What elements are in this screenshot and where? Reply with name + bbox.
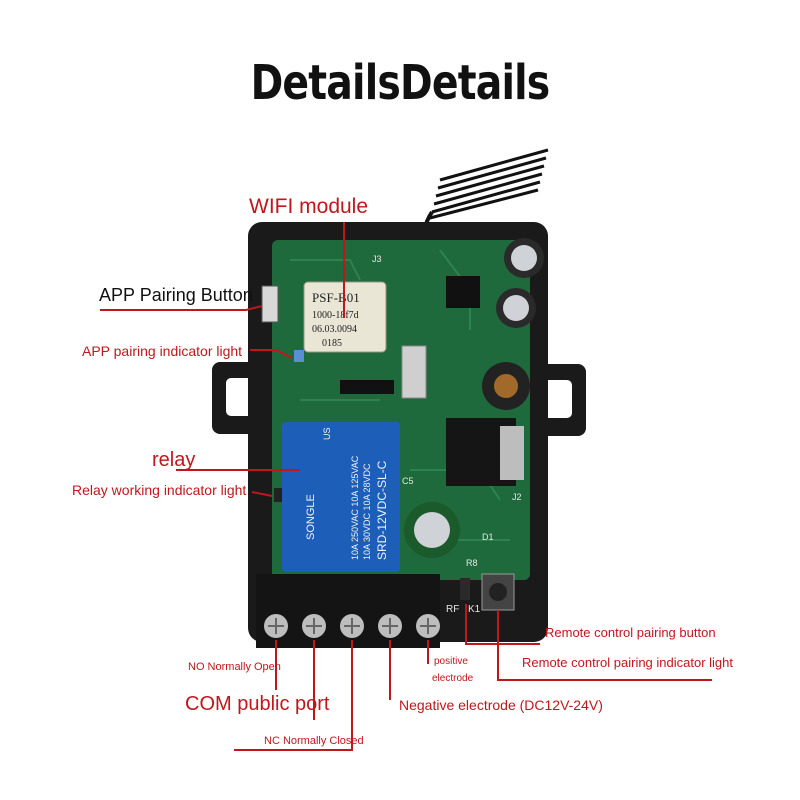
resistor-array bbox=[340, 380, 394, 394]
remote-pairing-indicator-label: Remote control pairing indicator light bbox=[522, 655, 733, 670]
terminal-screws bbox=[264, 614, 440, 638]
crystal bbox=[401, 345, 427, 399]
svg-text:J2: J2 bbox=[512, 492, 522, 502]
svg-text:RF: RF bbox=[446, 604, 459, 615]
svg-text:C5: C5 bbox=[402, 476, 414, 486]
svg-text:J3: J3 bbox=[372, 254, 382, 264]
ic-chip bbox=[446, 276, 480, 308]
svg-text:K1: K1 bbox=[468, 604, 481, 615]
page-title: DetailsDetails bbox=[250, 55, 551, 111]
relay-label: relay bbox=[152, 449, 196, 471]
remote-pairing-button-label: Remote control pairing button bbox=[545, 625, 716, 640]
com-port-label: COM public port bbox=[185, 693, 330, 715]
relay bbox=[282, 422, 400, 572]
relay-led bbox=[274, 488, 282, 502]
negative-electrode-label: Negative electrode (DC12V-24V) bbox=[399, 697, 603, 713]
nc-port-label: NC Normally Closed bbox=[264, 735, 364, 747]
app-pairing-button[interactable] bbox=[261, 285, 279, 323]
module-print-4: 0185 bbox=[322, 338, 342, 349]
svg-text:R8: R8 bbox=[466, 558, 478, 568]
app-pairing-indicator-label: APP pairing indicator light bbox=[82, 343, 243, 359]
module-print-1: PSF-B01 bbox=[312, 290, 360, 305]
relay-indicator-label: Relay working indicator light bbox=[72, 482, 247, 498]
wifi-module-label: WIFI module bbox=[249, 195, 369, 218]
module-print-3: 06.03.0094 bbox=[312, 324, 357, 335]
svg-text:D1: D1 bbox=[482, 532, 494, 542]
module-print-2: 1000-18f7d bbox=[312, 310, 359, 321]
app-pairing-button-label: APP Pairing Button bbox=[99, 285, 253, 305]
svg-text:US: US bbox=[322, 427, 332, 440]
remote-pairing-led bbox=[460, 578, 470, 600]
relay-rating-1: 10A 250VAC 10A 125VAC bbox=[350, 455, 360, 560]
leader-lines bbox=[100, 222, 712, 751]
relay-brand: SONGLE bbox=[305, 494, 317, 540]
no-port-label: NO Normally Open bbox=[188, 661, 281, 673]
relay-rating-2: 10A 30VDC 10A 28VDC bbox=[362, 463, 372, 560]
positive-label-2: electrode bbox=[432, 673, 474, 684]
relay-model: SRD-12VDC-SL-C bbox=[375, 460, 389, 560]
remote-pairing-button[interactable] bbox=[481, 573, 515, 611]
positive-label-1: positive bbox=[434, 656, 468, 667]
app-pairing-led bbox=[294, 350, 304, 362]
